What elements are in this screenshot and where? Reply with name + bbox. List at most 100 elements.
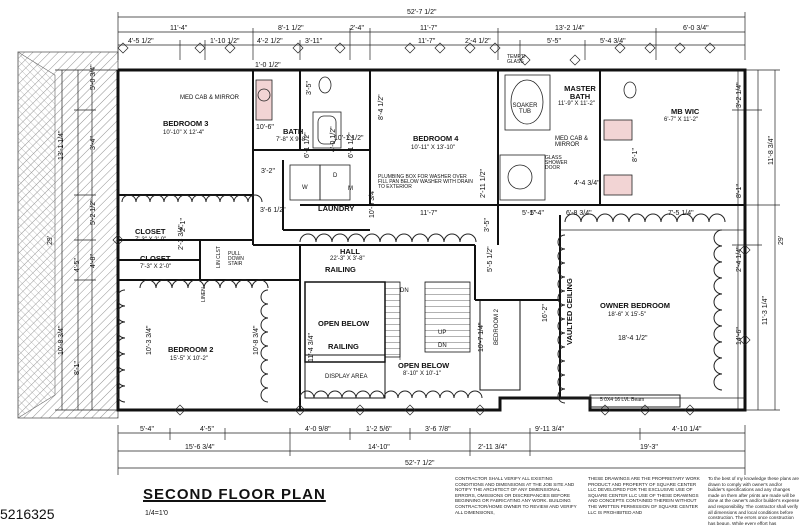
dim-top-r1-3: 11'-7" [420, 25, 438, 32]
cloud-arc [203, 279, 221, 289]
cloud-arc [369, 390, 385, 399]
section-marker [194, 42, 206, 54]
cloud-arc [453, 390, 469, 399]
dim-int-23: 3'-5" [484, 218, 491, 232]
cloud-arc [116, 321, 126, 339]
cloud-arc [612, 213, 630, 223]
dim-top-r2-7: 5'-4 3/4" [600, 38, 626, 45]
dim-right-1: 11'-8 3/4" [768, 136, 775, 165]
label-dn-1: DN [400, 288, 409, 294]
room-bedroom3-size: 10'-10" X 12'-4" [163, 130, 205, 136]
room-mb-wic-name: MB WIC [671, 107, 700, 116]
room-bath-name: BATH [283, 127, 304, 136]
roof-hatch-left [17, 51, 119, 419]
cloud-arc [260, 373, 269, 389]
room-master-bath-size: 11'-9" X 11'-2" [558, 101, 596, 107]
cloud-arc [443, 233, 461, 243]
dim-right-6: 8'-1" [736, 184, 743, 198]
note-contractor: CONTRACTOR SHALL VERIFY ALL EXISTING CON… [455, 476, 577, 515]
room-closet1-name: CLOSET [135, 227, 166, 236]
room-mb-wic-size: 6'-7" X 11'-2" [664, 117, 699, 123]
cloud-arc [260, 359, 269, 375]
section-marker [112, 234, 124, 246]
section-marker [292, 42, 304, 54]
cloud-arc [116, 353, 126, 371]
label-soaker-tub: SOAKER TUB [512, 103, 538, 115]
right-dimension-lines [720, 69, 780, 411]
dim-int-28: 5'-4" [530, 210, 544, 217]
dim-int-21: 10'-8 3/4" [253, 325, 260, 355]
dim-bot-r2-2: 2'-11 3/4" [478, 444, 507, 451]
cloud-arc [299, 233, 317, 243]
cloud-arc [116, 385, 126, 403]
cloud-arc [397, 390, 413, 399]
cloud-arc [459, 233, 477, 243]
cloud-arc [644, 213, 662, 223]
dim-top-r1-2: 2'-4" [350, 25, 364, 32]
dim-int-20: 10'-3 3/4" [146, 325, 153, 355]
section-marker [489, 42, 501, 54]
label-med-cab-1: MED CAB & MIRROR [180, 95, 240, 101]
dim-right-3: 2'-4 1/4" [736, 246, 743, 272]
vaulted-ceiling-lines [560, 229, 745, 408]
cloud-arc [557, 304, 566, 320]
cloud-arc [187, 279, 205, 289]
section-marker [117, 42, 129, 54]
cloud-arc [331, 233, 349, 243]
listing-id: 5216325 [0, 506, 59, 522]
cloud-arc [260, 331, 269, 347]
cloud-arc [713, 277, 723, 295]
dim-int-0: 1'-0 1/2" [255, 62, 281, 69]
cloud-arc [596, 213, 614, 223]
cloud-markings [116, 194, 726, 404]
cloud-arc [219, 279, 237, 289]
dim-int-14: 6'-8 3/4" [566, 210, 592, 217]
stair-and-openings [304, 281, 521, 399]
drawing-title: SECOND FLOOR PLAN [143, 486, 326, 503]
cloud-arc [260, 303, 269, 319]
top-dimension-lines [117, 12, 746, 60]
dim-bot-r1-5: 9'-11 3/4" [535, 426, 564, 433]
dim-int-18: 8'-1" [632, 148, 639, 162]
dim-top-r2-5: 2'-4 1/2" [465, 38, 491, 45]
dim-top-overall: 52'-7 1/2" [407, 9, 437, 16]
dim-top-r1-0: 11'-4" [170, 25, 188, 32]
cloud-arc [557, 276, 566, 292]
dim-bot-r1-2: 4'-0 9/8" [305, 426, 331, 433]
section-marker [639, 404, 651, 416]
cloud-arc [557, 388, 566, 404]
dim-top-r1-4: 13'-2 1/4" [555, 25, 585, 32]
cloud-arc [713, 245, 723, 263]
dim-int-7: 10'-1 1/2" [334, 135, 364, 142]
dim-bot-r1-6: 4'-10 1/4" [672, 426, 702, 433]
section-marker [704, 42, 716, 54]
dim-top-r1-5: 6'-0 3/4" [683, 25, 709, 32]
section-marker [434, 42, 446, 54]
dim-left-3: 29' [47, 235, 54, 245]
dim-int-1: 10'-6" [256, 124, 274, 131]
dim-left-2: 5'-2 1/2" [90, 199, 97, 225]
cloud-arc [149, 194, 165, 203]
room-owner-bedroom-size: 18'-6" X 15'-5" [608, 312, 646, 318]
dim-left-0: 5'-0 3/4" [90, 64, 97, 90]
note-knowledge: To the best of my knowledge these plans … [708, 476, 800, 525]
cloud-arc [557, 374, 566, 390]
room-closet2-size: 7'-3" X 2'-0" [140, 264, 172, 270]
room-hall-name: HALL [340, 247, 360, 256]
cloud-arc [713, 325, 723, 343]
section-marker [404, 42, 416, 54]
cloud-arc [233, 194, 249, 203]
cloud-arc [315, 233, 333, 243]
room-bath-size: 7'-8" X 9'-8" [276, 137, 308, 143]
dim-int-19: 18'-4 1/2" [618, 335, 648, 342]
label-tempered-glass: TEMP'D GLASS [507, 54, 526, 65]
cloud-arc [177, 194, 193, 203]
dim-left-4: 4'-5" [74, 258, 81, 272]
dim-bot-r2-3: 19'-3" [640, 444, 658, 451]
dim-bot-r1-3: 1'-2 5/6" [366, 426, 392, 433]
label-up: UP [438, 330, 447, 336]
cloud-arc [557, 262, 566, 278]
cloud-arc [163, 194, 179, 203]
section-marker [739, 334, 751, 346]
room-bedroom2-name: BEDROOM 2 [168, 345, 214, 354]
